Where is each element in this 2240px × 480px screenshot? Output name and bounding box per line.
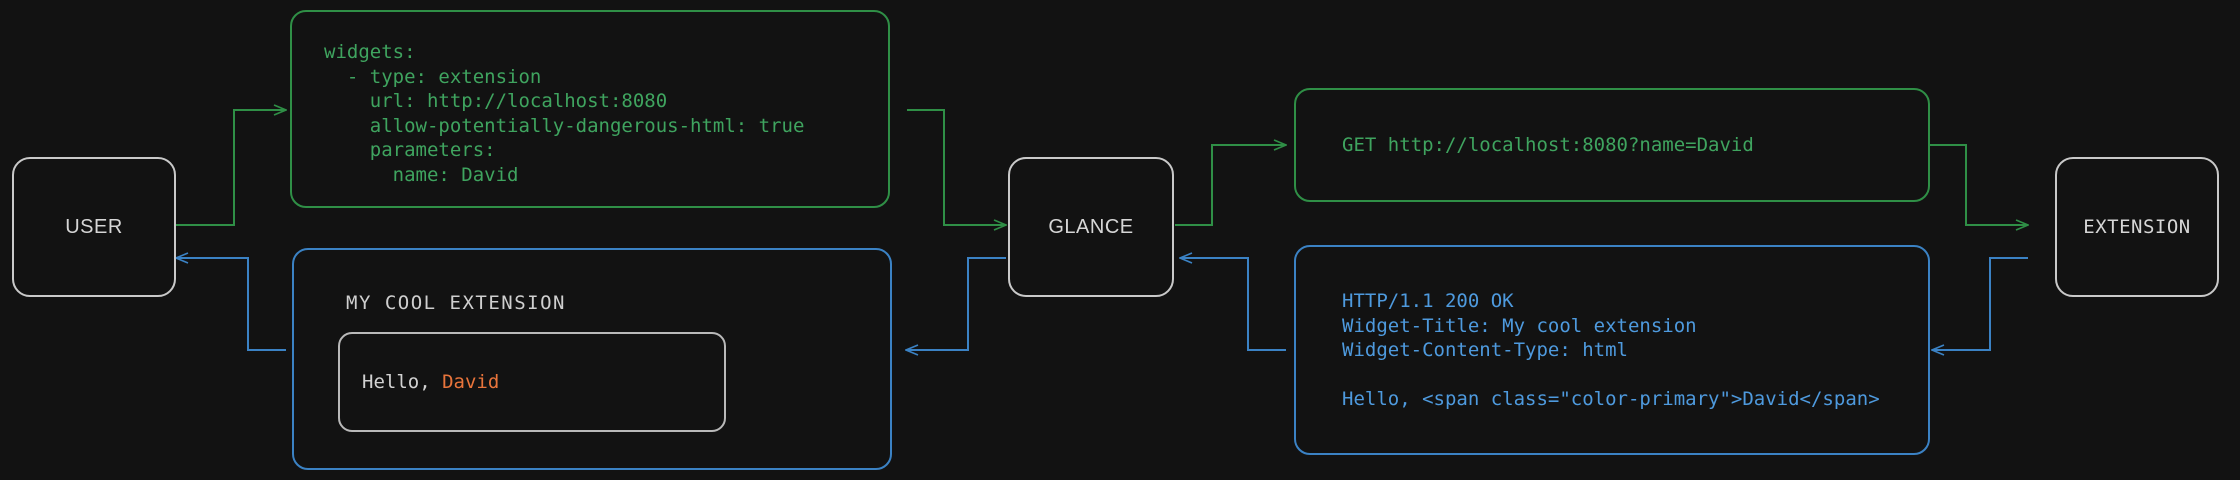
node-user-label: USER xyxy=(65,215,123,238)
panel-rendered-widget[interactable]: MY COOL EXTENSION Hello, David xyxy=(292,248,892,470)
http-request-text: GET http://localhost:8080?name=David xyxy=(1342,134,1754,156)
edge-extension-to-response xyxy=(1932,257,2028,350)
node-user[interactable]: USER xyxy=(12,157,176,297)
rendered-widget-title: MY COOL EXTENSION xyxy=(346,292,566,314)
rendered-widget-body: Hello, David xyxy=(340,371,499,393)
panel-config-yaml[interactable]: widgets: - type: extension url: http://l… xyxy=(290,10,890,208)
edge-request-to-extension xyxy=(1928,144,2028,225)
node-extension[interactable]: EXTENSION xyxy=(2055,157,2219,297)
panel-http-response[interactable]: HTTP/1.1 200 OK Widget-Title: My cool ex… xyxy=(1294,245,1930,455)
rendered-widget-name: David xyxy=(442,371,500,393)
edge-glance-to-request xyxy=(1175,145,1286,226)
node-glance-label: GLANCE xyxy=(1048,215,1134,238)
http-response-text: HTTP/1.1 200 OK Widget-Title: My cool ex… xyxy=(1342,290,1880,410)
edge-config-to-glance xyxy=(907,109,1006,225)
config-yaml-text: widgets: - type: extension url: http://l… xyxy=(324,41,805,186)
rendered-widget-greeting: Hello, xyxy=(362,371,443,393)
rendered-widget-body-box: Hello, David xyxy=(338,332,726,432)
edge-glance-to-widget xyxy=(906,257,1006,350)
panel-http-request[interactable]: GET http://localhost:8080?name=David xyxy=(1294,88,1930,202)
edge-widget-to-user xyxy=(176,258,286,351)
node-glance[interactable]: GLANCE xyxy=(1008,157,1174,297)
edge-response-to-glance xyxy=(1180,258,1286,351)
edge-user-to-config xyxy=(171,110,286,226)
node-extension-label: EXTENSION xyxy=(2083,216,2191,238)
